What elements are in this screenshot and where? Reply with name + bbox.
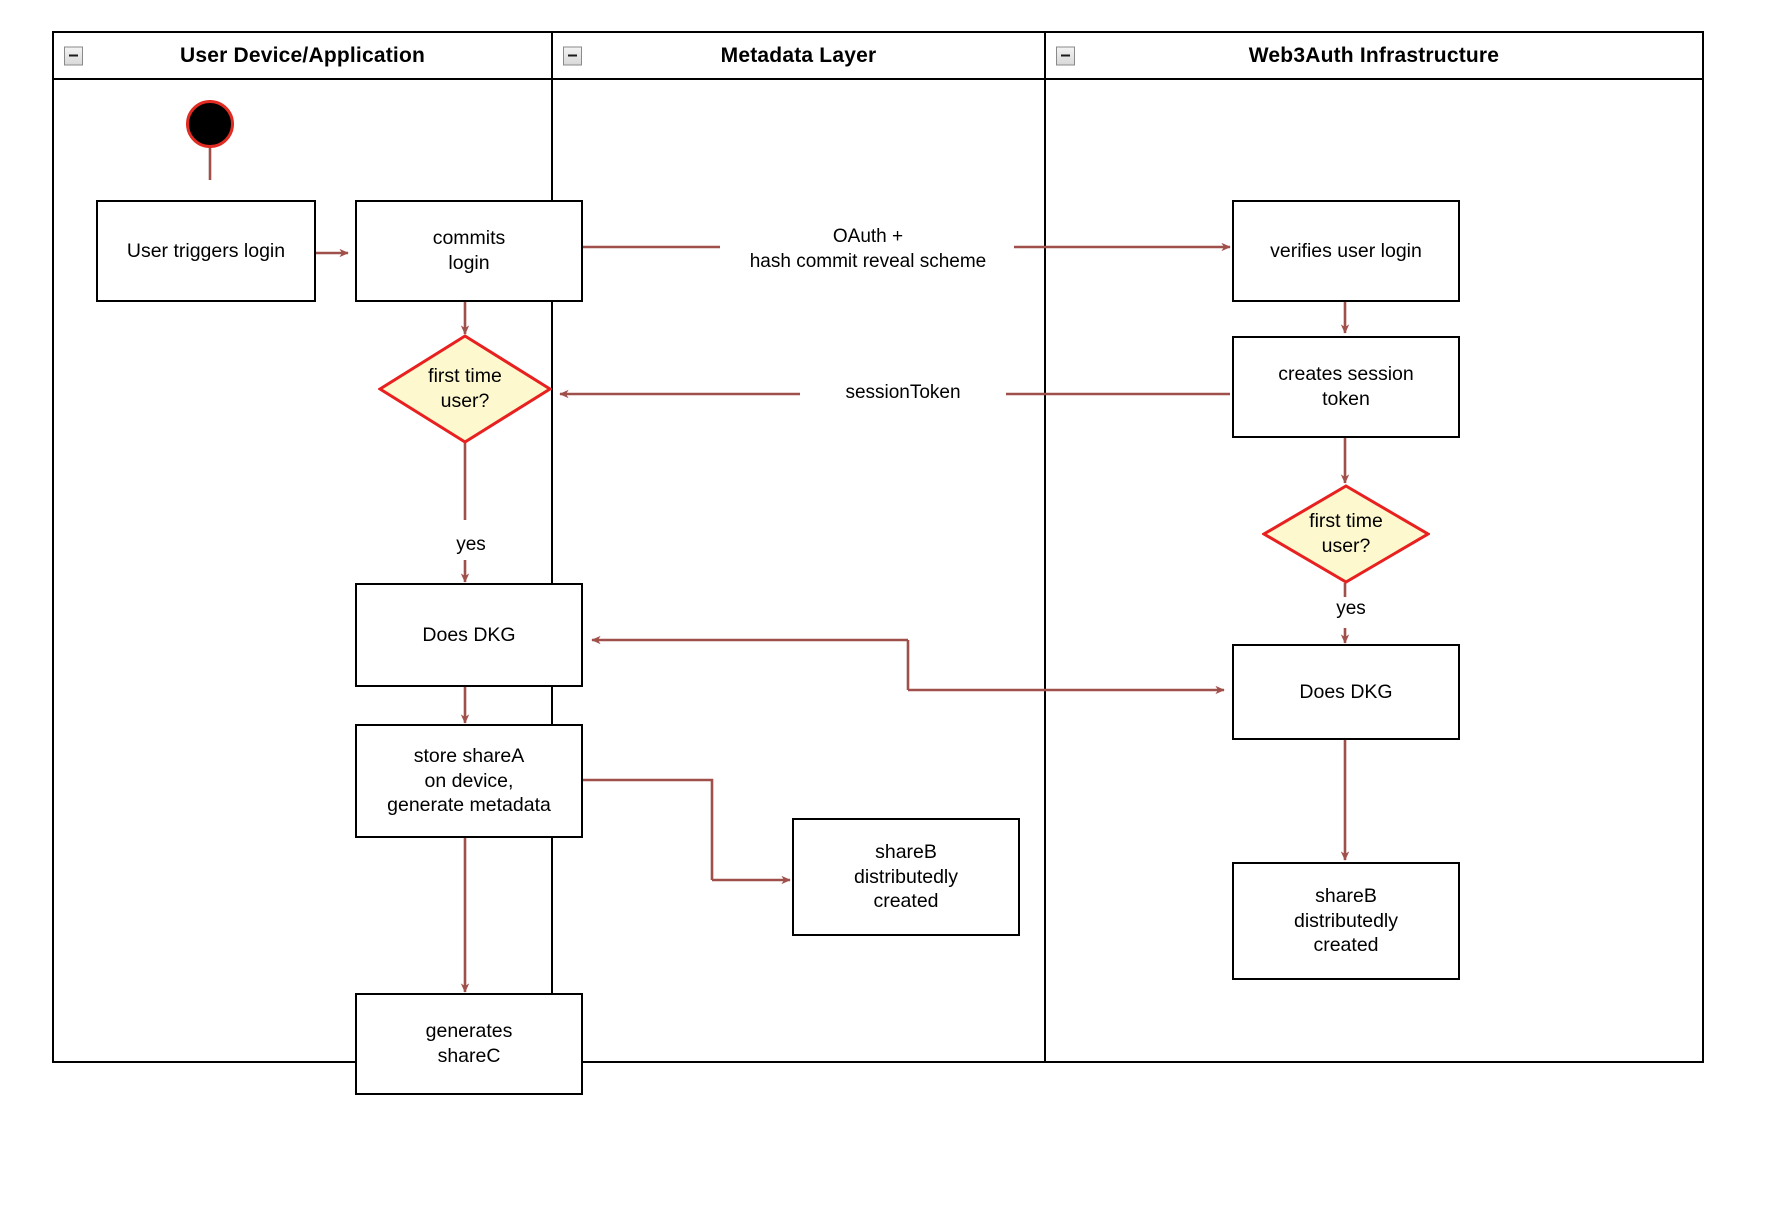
edge-label-oauth: OAuth + hash commit reveal scheme [722,225,1014,275]
activity-label-line3: generate metadata [387,794,551,817]
lane-header-web3auth: Web3Auth Infrastructure [1046,33,1702,80]
lane-header-user-device: User Device/Application [54,33,551,80]
edge-label-yes-right: yes [1316,597,1386,622]
activity-label-line2: shareC [437,1045,501,1067]
activity-label-line2: login [448,252,490,274]
activity-label-line1: store shareA [413,744,525,767]
activity-verifies-user-login[interactable]: verifies user login [1232,200,1460,302]
activity-label-line3: created [1313,934,1379,957]
activity-shareb-created-web3auth[interactable]: shareB distributedly created [1232,862,1460,980]
activity-shareb-created-metadata[interactable]: shareB distributedly created [792,818,1020,936]
activity-store-sharea[interactable]: store shareA on device, generate metadat… [355,724,583,838]
activity-label-line2: token [1322,388,1370,410]
activity-label-line2: distributedly [853,865,959,888]
decision-first-time-user-right[interactable]: first time user? [1262,484,1430,584]
swimlane-frame [52,31,1704,1063]
edge-label-session-token: sessionToken [800,381,1006,406]
activity-generates-sharec[interactable]: generates shareC [355,993,583,1095]
activity-label: User triggers login [126,239,286,262]
edge-label-yes-left: yes [436,533,506,558]
edge-label-oauth-line1: OAuth + [832,226,904,247]
lane-header-metadata-layer: Metadata Layer [553,33,1044,80]
activity-label-line1: shareB [875,840,937,863]
lane-divider-2 [1044,31,1046,1063]
activity-creates-session-token[interactable]: creates session token [1232,336,1460,438]
activity-label-line2: on device, [424,769,514,792]
activity-does-dkg-user[interactable]: Does DKG [355,583,583,687]
activity-label-line1: creates session [1278,363,1414,386]
lane-title-metadata-layer: Metadata Layer [720,43,877,67]
edge-label-oauth-line2: hash commit reveal scheme [749,250,987,272]
collapse-minus-icon[interactable] [1056,46,1075,65]
activity-label: Does DKG [422,623,516,646]
activity-label: verifies user login [1270,239,1422,262]
lane-title-user-device: User Device/Application [179,43,425,67]
activity-label-line1: shareB [1315,884,1377,907]
activity-label-line1: generates [425,1020,513,1043]
collapse-minus-icon[interactable] [64,46,83,65]
activity-label: Does DKG [1299,680,1393,703]
activity-label-line1: commits [432,227,506,250]
lane-title-web3auth: Web3Auth Infrastructure [1248,43,1500,67]
activity-label-line3: created [873,890,939,913]
initial-start-node [186,100,234,148]
activity-commits-login[interactable]: commits login [355,200,583,302]
collapse-minus-icon[interactable] [563,46,582,65]
activity-does-dkg-web3auth[interactable]: Does DKG [1232,644,1460,740]
decision-first-time-user-left[interactable]: first time user? [378,334,552,444]
lane-divider-1 [551,31,553,1063]
activity-label-line2: distributedly [1293,909,1399,932]
activity-user-triggers-login[interactable]: User triggers login [96,200,316,302]
